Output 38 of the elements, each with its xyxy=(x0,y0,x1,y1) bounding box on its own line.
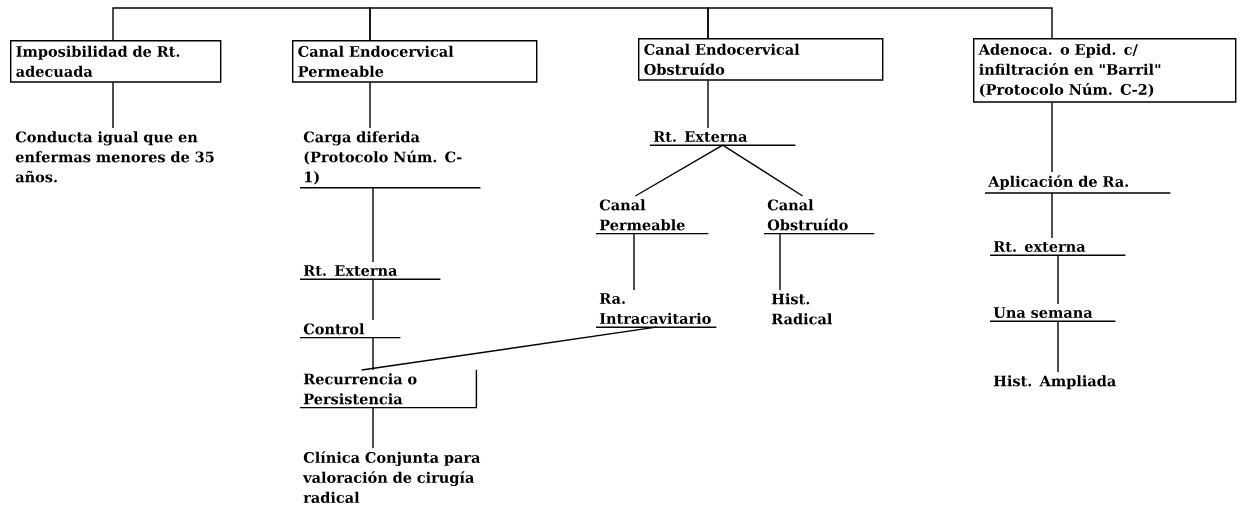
text-box: Canal Endocervical Obstruído xyxy=(638,38,884,81)
connector-line xyxy=(1051,192,1053,239)
connector-line xyxy=(369,7,709,41)
connector-line xyxy=(372,187,374,263)
connector-line xyxy=(372,406,374,449)
underlined-text: Ra. Intracavitario xyxy=(595,293,718,328)
text-label: Clínica Conjunta para valoración de cirugía radical xyxy=(302,451,481,503)
connector-line xyxy=(634,144,724,197)
underlined-text: Aplicación de Ra. xyxy=(984,175,1172,194)
connector-line xyxy=(112,7,371,41)
underlined-text: Rt. Externa xyxy=(299,265,442,280)
connector-line xyxy=(633,232,635,291)
underlined-text: Canal Obstruído xyxy=(763,199,876,235)
connector-line xyxy=(369,81,371,129)
underlined-text: Canal Permeable xyxy=(595,199,710,235)
connector-line xyxy=(372,278,374,321)
underlined-text: Carga diferida (Protocolo Núm. C-1) xyxy=(299,131,482,189)
connector-line xyxy=(112,81,114,129)
underlined-text: Rt. Externa xyxy=(649,131,797,146)
connector-line xyxy=(1057,320,1059,373)
connector-line xyxy=(361,326,657,371)
connector-line xyxy=(372,336,374,371)
connector-line xyxy=(707,7,1053,39)
text-label: Hist. Ampliada xyxy=(993,375,1116,390)
underlined-text: Una semana xyxy=(989,307,1117,322)
text-label: Hist. Radical xyxy=(771,293,832,325)
connector-line xyxy=(1051,102,1053,173)
bracketed-text: Recurrencia o Persistencia xyxy=(299,369,478,409)
text-box: Canal Endocervical Permeable xyxy=(292,40,538,83)
underlined-text: Control xyxy=(299,323,402,339)
underlined-text: Rt. externa xyxy=(989,241,1127,256)
text-box: Imposibilidad de Rt. adecuada xyxy=(10,40,222,83)
text-label: Conducta igual que en enfermas menores de 35 años. xyxy=(15,131,214,183)
connector-line xyxy=(1057,254,1059,305)
connector-line xyxy=(779,232,781,291)
connector-line xyxy=(707,79,709,129)
text-box: Adenoca. o Epid. c/ infiltración en "Barril" (Protocolo Núm. C-2) xyxy=(973,38,1237,103)
connector-line xyxy=(722,144,804,197)
